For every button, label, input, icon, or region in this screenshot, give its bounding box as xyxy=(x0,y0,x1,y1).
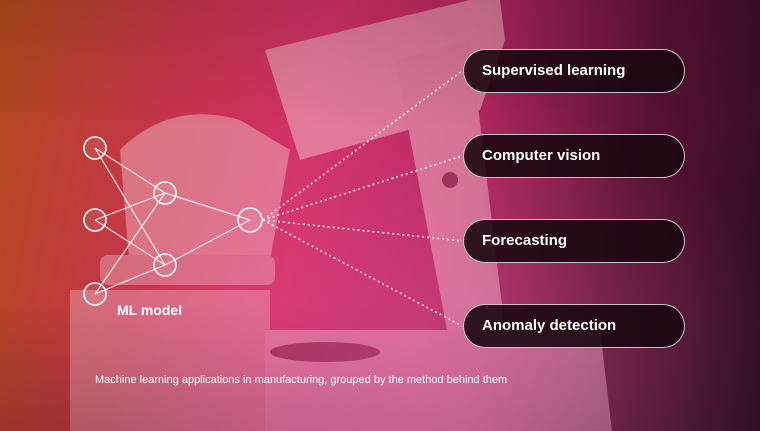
application-forecasting: Forecasting xyxy=(463,219,685,263)
application-anomaly-detection: Anomaly detection xyxy=(463,304,685,348)
application-connectors xyxy=(262,70,463,327)
caption: Machine learning applications in manufac… xyxy=(95,374,508,386)
input-node xyxy=(83,208,107,232)
background-robot-arm xyxy=(70,0,612,431)
ml-model-label: ML model xyxy=(117,302,183,318)
input-node xyxy=(83,136,107,160)
hidden-node xyxy=(153,253,177,277)
application-computer-vision: Computer vision xyxy=(463,134,685,178)
application-supervised-learning: Supervised learning xyxy=(463,49,685,93)
input-node xyxy=(83,282,107,306)
network-connections xyxy=(94,147,251,295)
network-nodes xyxy=(83,136,263,306)
hidden-node xyxy=(153,181,177,205)
output-node xyxy=(237,207,263,233)
